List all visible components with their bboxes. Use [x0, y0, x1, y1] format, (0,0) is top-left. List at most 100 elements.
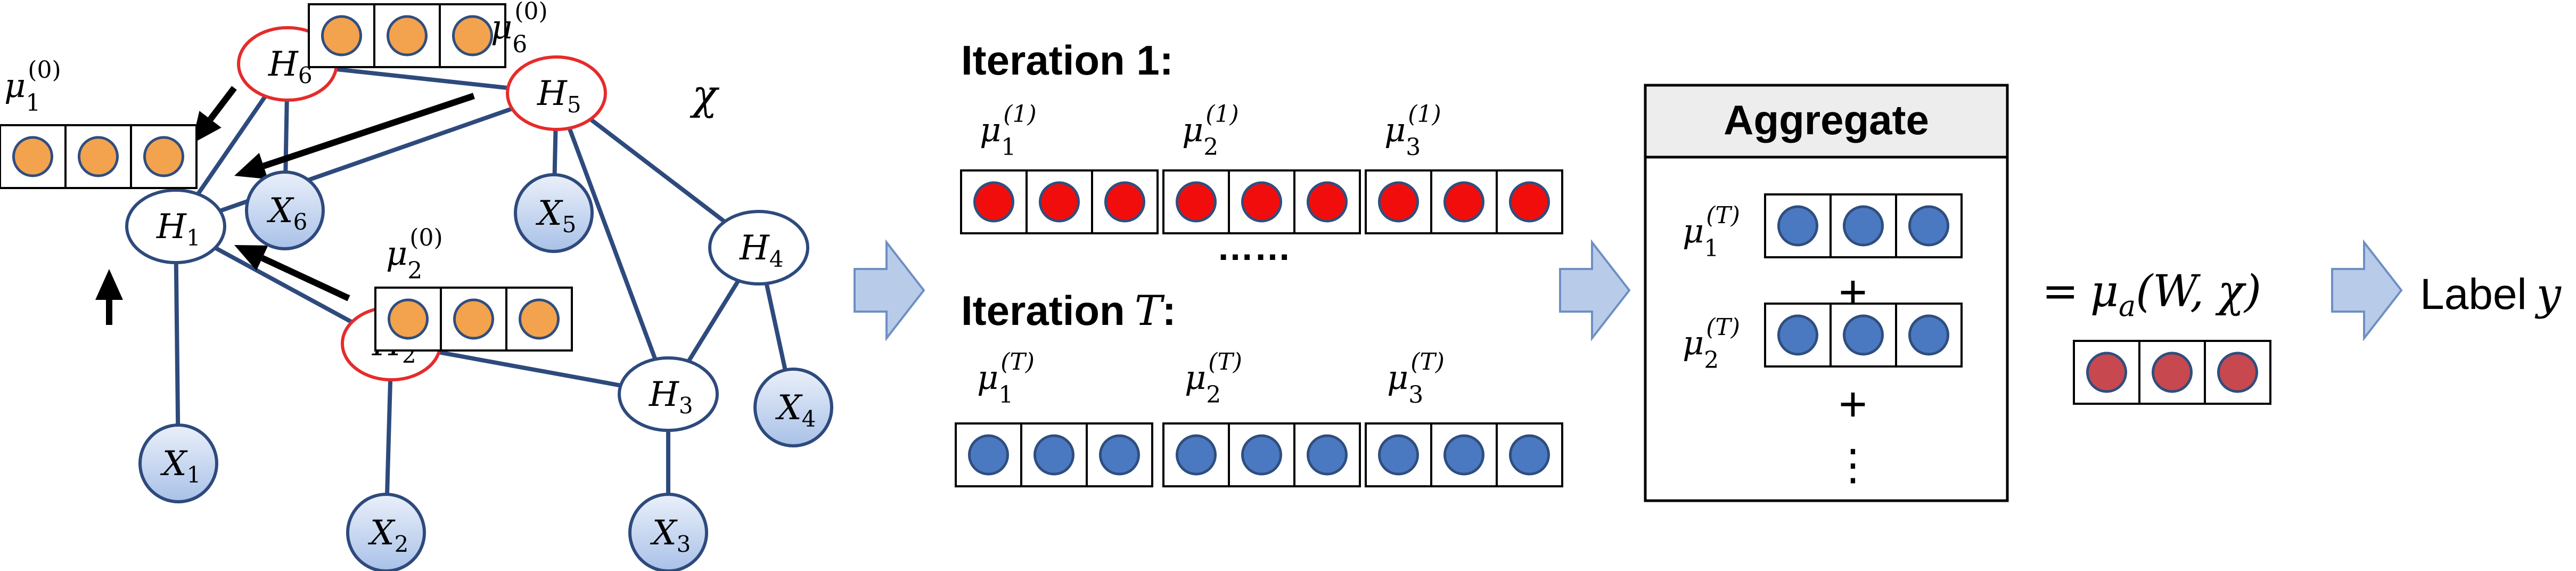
iter1-1-dot	[1039, 181, 1080, 223]
node-h5: H5	[506, 55, 607, 131]
mu6-0-dot	[452, 15, 493, 56]
output-vector	[2073, 340, 2271, 405]
iteration-1-heading: Iteration 1:	[961, 37, 1174, 84]
svg-text:X4: X4	[775, 388, 816, 432]
iter1-3-dot	[1443, 181, 1484, 223]
iter1-label-3: μ3(1)	[1384, 101, 1441, 161]
iterT-2-dot	[1241, 434, 1282, 476]
vector-cell	[64, 124, 132, 189]
output-dot	[2217, 352, 2258, 393]
iterT-vector-3	[1365, 422, 1563, 487]
iterT-1-dot	[1099, 434, 1140, 476]
aggregate-vector-1	[1764, 193, 1963, 258]
node-h4: H4	[708, 210, 809, 286]
svg-text:H1: H1	[156, 207, 201, 251]
node-x1: X1	[138, 423, 218, 503]
iter1-3-dot	[1509, 181, 1550, 223]
iter1-2-dot	[1307, 181, 1348, 223]
output-dot	[2152, 352, 2193, 393]
agg1-dot	[1843, 205, 1884, 247]
node-x5: X5	[514, 173, 594, 253]
label-mu1-0: μ1(0)	[4, 56, 61, 117]
iter1-1-dot	[1104, 181, 1145, 223]
mu6-0-dot	[387, 15, 428, 56]
svg-text:H3: H3	[649, 375, 693, 419]
message-arrow-h2	[234, 245, 350, 301]
iterT-1-dot	[1033, 434, 1074, 476]
iter1-2-dot	[1241, 181, 1282, 223]
edge-h5-h3	[554, 92, 670, 395]
message-arrow-x1	[95, 269, 123, 325]
iterT-label-1: μ1(T)	[977, 348, 1035, 409]
message-arrow-h5	[234, 93, 475, 180]
iteration-ellipsis: ……	[1217, 226, 1291, 268]
flow-arrow-2	[1559, 239, 1631, 341]
mu1-0-dot	[78, 136, 119, 177]
label-mu6-0: μ6(0)	[491, 0, 548, 58]
mu2-0-dot	[388, 298, 429, 340]
aggregate-vector-2	[1764, 303, 1963, 368]
node-x2: X2	[346, 493, 426, 571]
vector-cell	[1430, 422, 1498, 487]
iter1-1-dot	[973, 181, 1014, 223]
aggregate-label-mu1-t: μ1(T)	[1683, 202, 1740, 262]
mu1-0-dot	[12, 136, 53, 177]
hidden-nodes: H1H2H3H4H5H6	[125, 26, 809, 432]
iterT-3-dot	[1378, 434, 1419, 476]
svg-text:X1: X1	[160, 444, 201, 488]
mu2-0-dot	[519, 298, 560, 340]
aggregate-header	[1644, 84, 2009, 159]
iter1-vector-3	[1365, 169, 1563, 234]
iterT-1-dot	[968, 434, 1009, 476]
edge-h1-h5	[175, 91, 557, 229]
iterT-2-dot	[1307, 434, 1348, 476]
svg-text:X2: X2	[367, 513, 408, 557]
iterT-3-dot	[1443, 434, 1484, 476]
message-arrow-h6	[192, 86, 237, 144]
label-mu2-0: μ2(0)	[386, 224, 443, 284]
aggregate-label-mu2-t: μ2(T)	[1683, 314, 1740, 374]
node-h1: H1	[125, 189, 226, 264]
flow-arrow-1	[854, 239, 925, 341]
iterT-2-dot	[1176, 434, 1217, 476]
message-arrows	[95, 86, 475, 325]
node-h3: H3	[618, 356, 719, 432]
aggregate-plus-2: +	[1839, 377, 1867, 431]
agg2-dot	[1843, 314, 1884, 356]
iter1-label-2: μ2(1)	[1182, 101, 1239, 161]
svg-text:X5: X5	[535, 194, 576, 238]
aggregate-vdots: ⋮	[1832, 441, 1874, 488]
svg-text:X6: X6	[266, 191, 307, 235]
node-x4: X4	[753, 368, 833, 447]
mu1-0-dot	[143, 136, 184, 177]
iter1-vector-2	[1162, 169, 1361, 234]
output-dot	[2086, 352, 2127, 393]
iter1-3-dot	[1378, 181, 1419, 223]
iterT-label-3: μ3(T)	[1387, 348, 1445, 409]
iter1-vector-1	[960, 169, 1159, 234]
iterT-3-dot	[1509, 434, 1550, 476]
svg-text:H5: H5	[537, 74, 581, 118]
iter1-label-1: μ1(1)	[980, 101, 1037, 161]
aggregate-panel: Aggregate μ1(T) + μ2(T) + ⋮	[1644, 84, 2009, 502]
iterT-vector-2	[1162, 422, 1361, 487]
svg-text:H4: H4	[739, 229, 784, 272]
embedding-mu6-0	[308, 3, 506, 68]
svg-text:H6: H6	[268, 45, 313, 88]
mu2-0-dot	[453, 298, 494, 340]
iter1-2-dot	[1176, 181, 1217, 223]
embedding-mu1-0	[0, 124, 198, 189]
flow-arrow-3	[2331, 239, 2403, 341]
agg2-dot	[1777, 314, 1818, 356]
iterT-vector-1	[955, 422, 1153, 487]
output-expression: =μa(W, χ)	[2042, 266, 2261, 323]
svg-text:X3: X3	[650, 513, 691, 557]
aggregate-title: Aggregate	[1724, 96, 1929, 143]
agg1-dot	[1777, 205, 1818, 247]
